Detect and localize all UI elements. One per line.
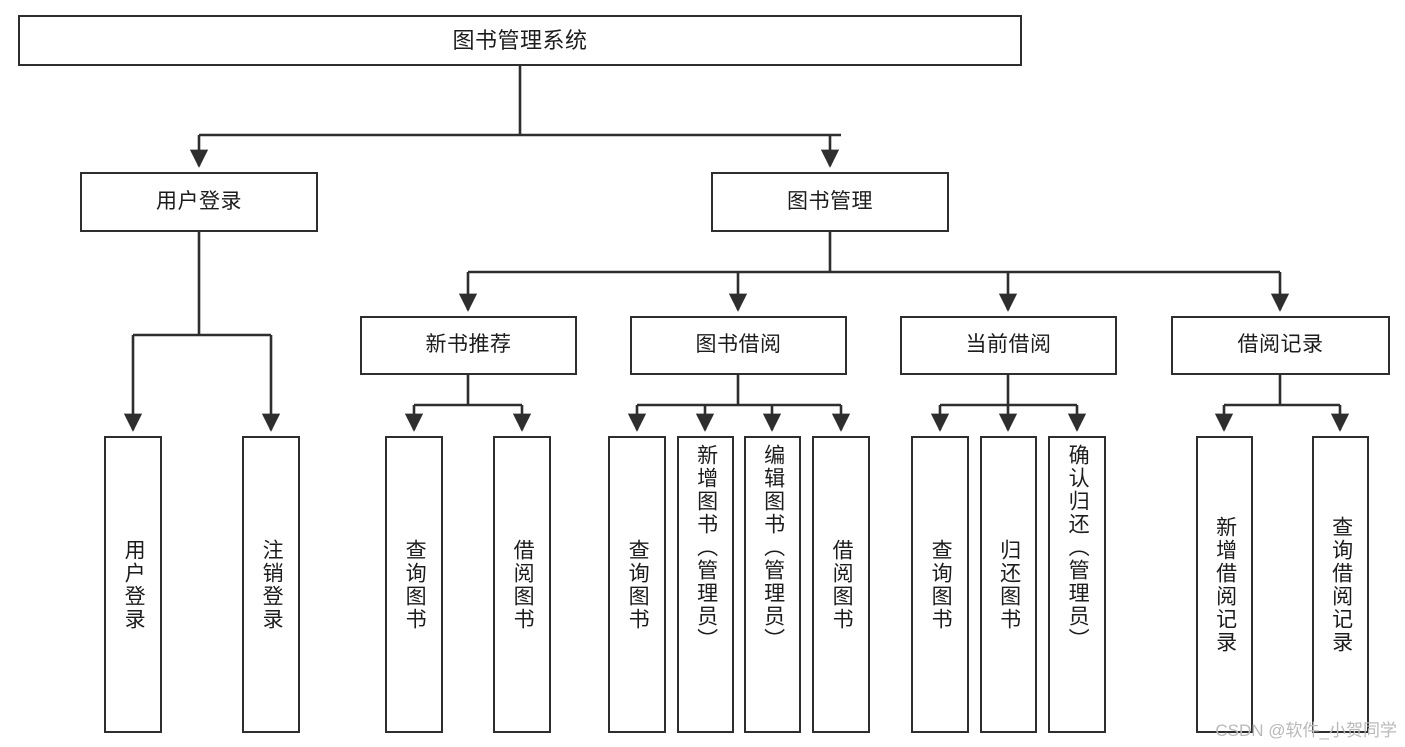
node-leaf-query-book-1[interactable]: 查询图书 (385, 436, 443, 733)
node-root-label: 图书管理系统 (452, 27, 588, 53)
node-leaf-edit-book-label: 编辑图书（管理员） (761, 444, 785, 651)
node-book-management[interactable]: 图书管理 (711, 172, 949, 232)
node-borrow-record-label: 借阅记录 (1237, 333, 1324, 357)
node-leaf-user-logout-label: 注销登录 (260, 538, 284, 631)
node-leaf-return-book[interactable]: 归还图书 (980, 436, 1037, 733)
node-leaf-query-record-label: 查询借阅记录 (1329, 515, 1353, 654)
node-current-borrow-label: 当前借阅 (965, 333, 1052, 357)
node-leaf-query-record[interactable]: 查询借阅记录 (1312, 436, 1369, 733)
node-leaf-borrow-book-2[interactable]: 借阅图书 (812, 436, 870, 733)
node-leaf-confirm-return-label: 确认归还（管理员） (1066, 444, 1090, 651)
node-leaf-borrow-book-1[interactable]: 借阅图书 (493, 436, 551, 733)
node-leaf-query-book-3-label: 查询图书 (929, 538, 953, 631)
node-leaf-user-login-label: 用户登录 (122, 538, 146, 631)
node-current-borrow[interactable]: 当前借阅 (900, 316, 1117, 375)
node-leaf-add-book-label: 新增图书（管理员） (694, 444, 718, 651)
node-new-book-recommend-label: 新书推荐 (425, 333, 512, 357)
node-leaf-edit-book[interactable]: 编辑图书（管理员） (744, 436, 801, 733)
node-borrow-record[interactable]: 借阅记录 (1171, 316, 1390, 375)
node-leaf-return-book-label: 归还图书 (997, 538, 1021, 631)
node-leaf-query-book-2[interactable]: 查询图书 (608, 436, 666, 733)
node-leaf-borrow-book-1-label: 借阅图书 (511, 538, 535, 631)
node-user-login[interactable]: 用户登录 (80, 172, 318, 232)
node-leaf-confirm-return[interactable]: 确认归还（管理员） (1048, 436, 1106, 733)
node-leaf-query-book-3[interactable]: 查询图书 (911, 436, 969, 733)
node-leaf-user-login[interactable]: 用户登录 (104, 436, 162, 733)
node-user-login-label: 用户登录 (156, 189, 242, 213)
node-leaf-add-record-label: 新增借阅记录 (1213, 515, 1237, 654)
node-root[interactable]: 图书管理系统 (18, 15, 1022, 66)
node-leaf-query-book-1-label: 查询图书 (403, 538, 427, 631)
node-leaf-borrow-book-2-label: 借阅图书 (830, 538, 854, 631)
node-book-borrow-label: 图书借阅 (695, 333, 782, 357)
node-leaf-user-logout[interactable]: 注销登录 (242, 436, 300, 733)
csdn-watermark: CSDN @软件_小贺同学 (1215, 721, 1397, 740)
node-new-book-recommend[interactable]: 新书推荐 (360, 316, 577, 375)
node-leaf-add-book[interactable]: 新增图书（管理员） (677, 436, 734, 733)
node-book-borrow[interactable]: 图书借阅 (630, 316, 847, 375)
node-leaf-add-record[interactable]: 新增借阅记录 (1196, 436, 1253, 733)
node-leaf-query-book-2-label: 查询图书 (626, 538, 650, 631)
node-book-management-label: 图书管理 (787, 189, 873, 213)
